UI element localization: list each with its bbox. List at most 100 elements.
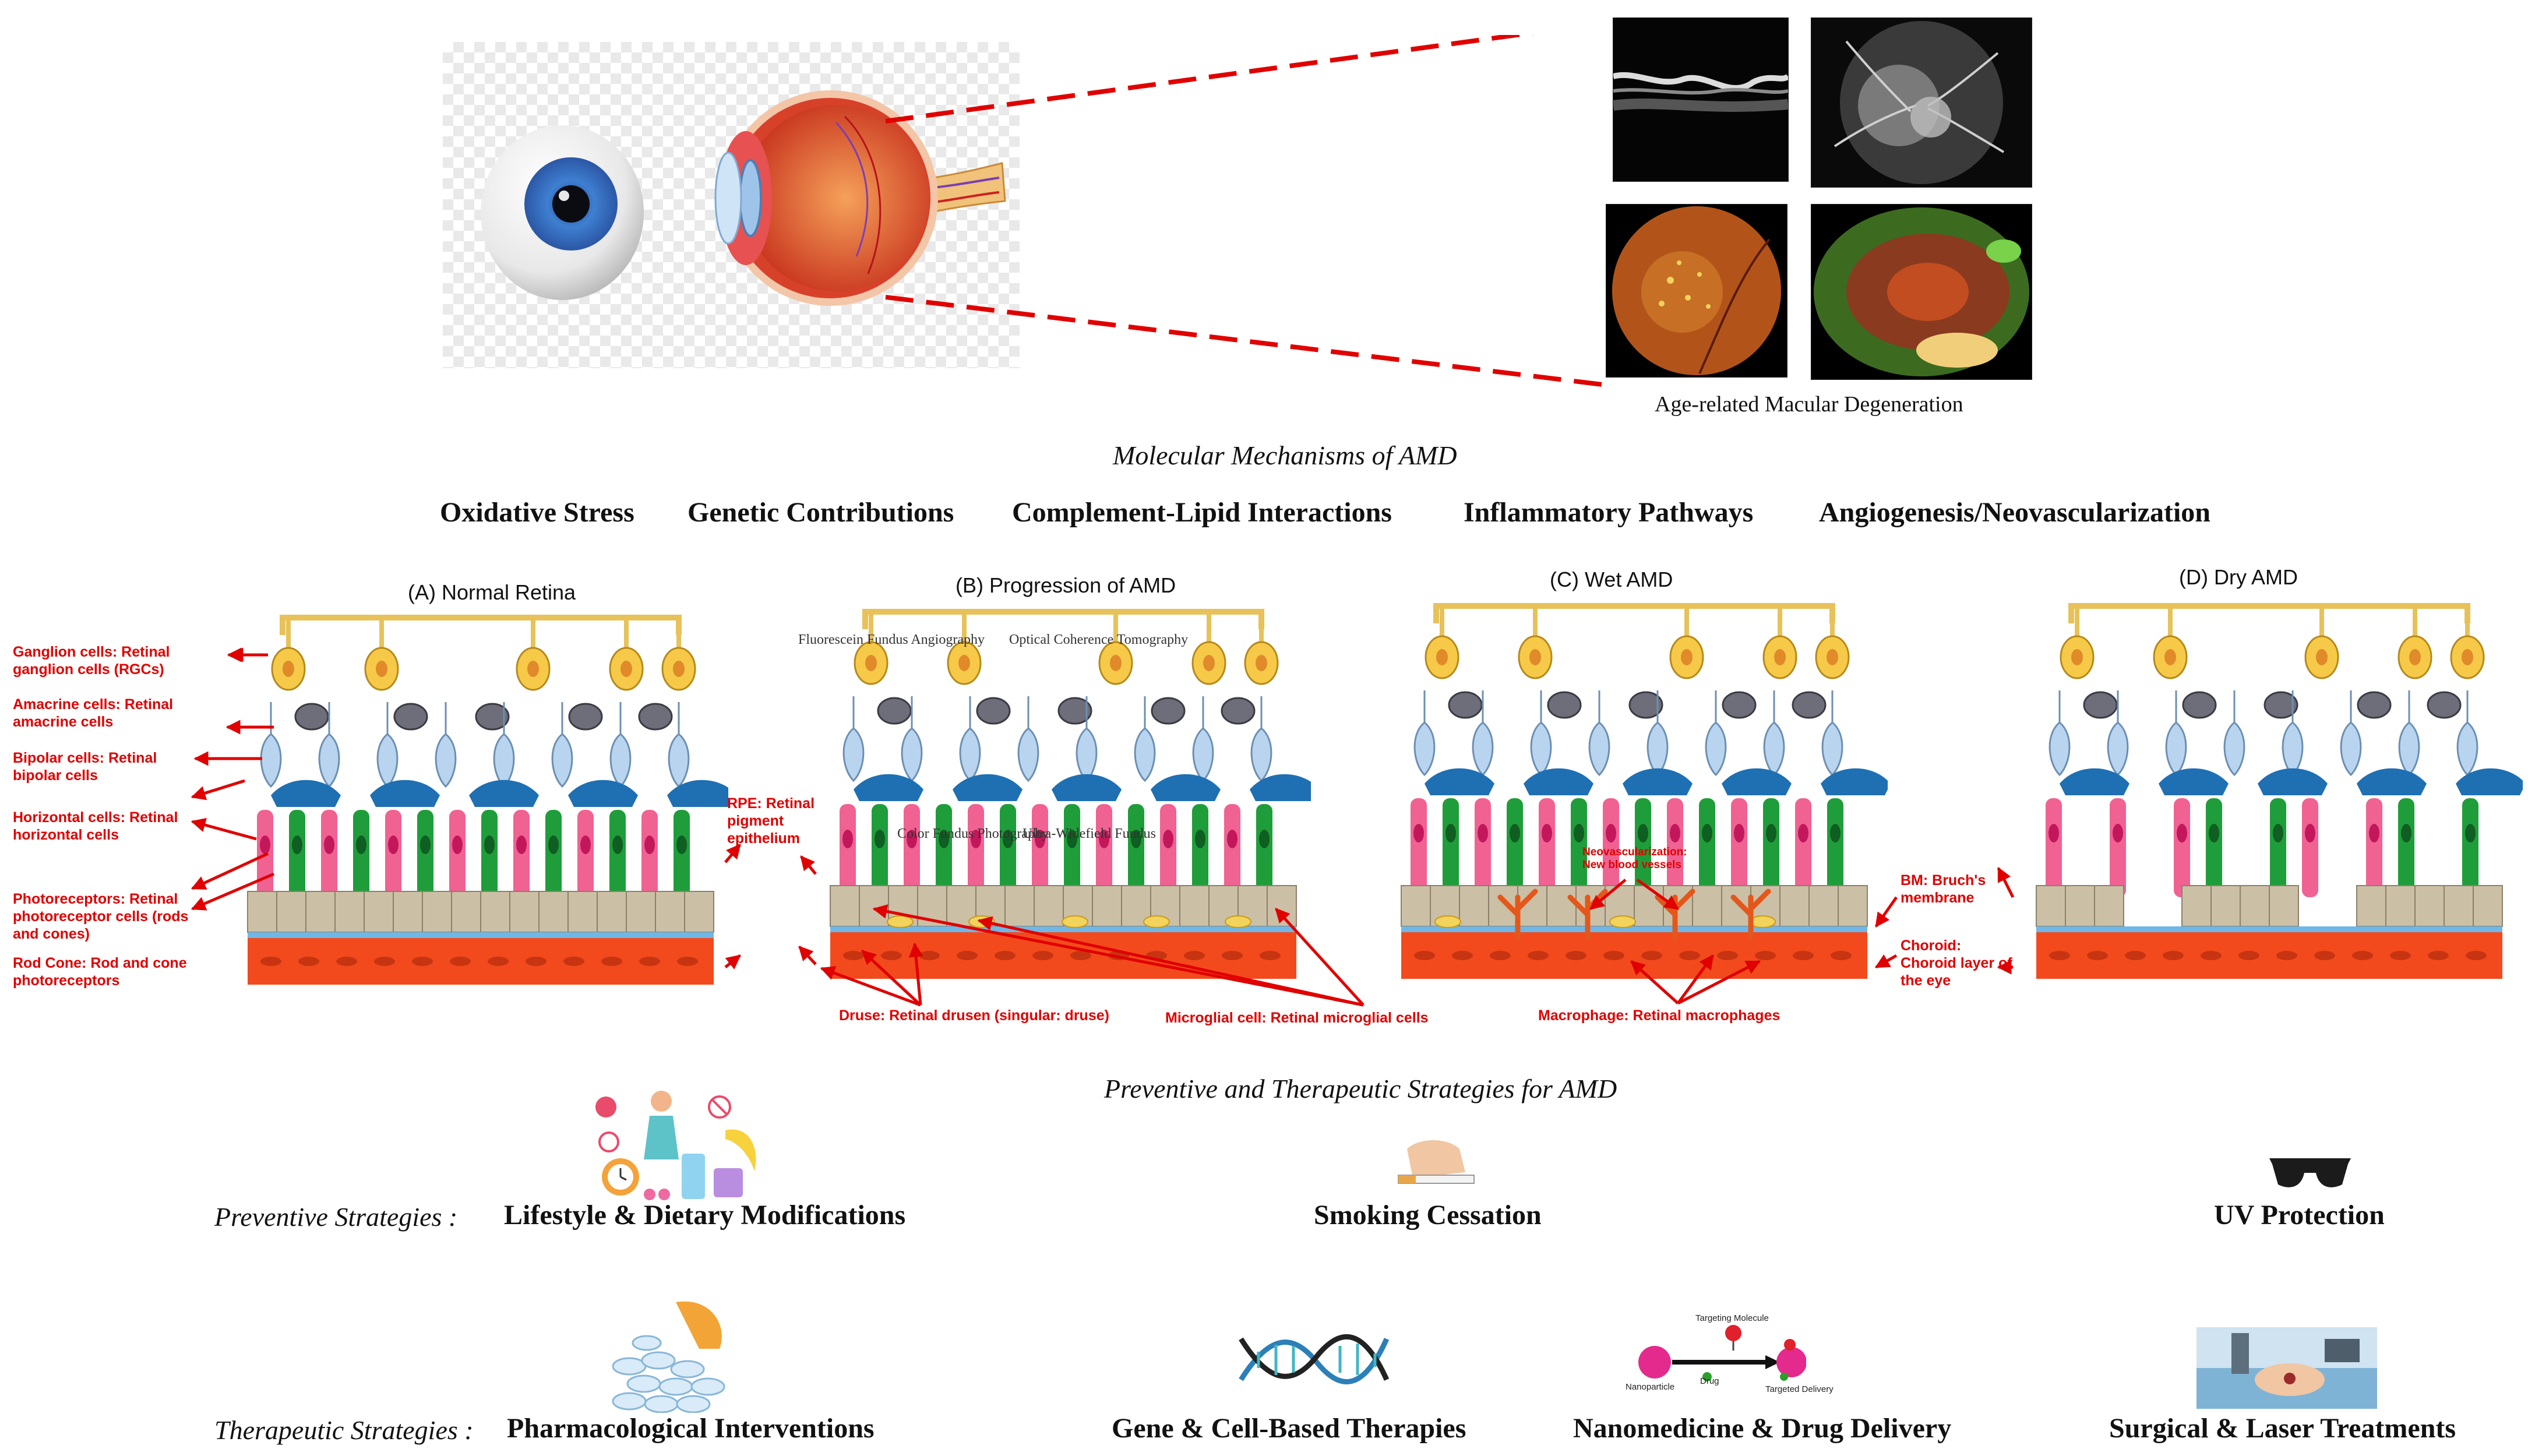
horizontal-cell — [2456, 768, 2523, 795]
smoking-cessation-icon — [1398, 1140, 1475, 1184]
strategies-section-title: Preventive and Therapeutic Strategies fo… — [1104, 1074, 1617, 1104]
ganglion-nucleus — [1256, 655, 1267, 671]
rpe-cell — [1401, 885, 1431, 927]
rpe-cell — [1779, 885, 1810, 927]
amacrine-cell — [638, 703, 673, 731]
rod-cell — [1475, 798, 1491, 897]
rod-cell — [1096, 804, 1112, 903]
ganglion-nucleus — [1436, 649, 1448, 665]
horizontal-cell — [1524, 768, 1593, 795]
rpe-cell — [2414, 885, 2445, 927]
retina-panel-dry — [2036, 603, 2523, 979]
ganglion-nucleus — [2071, 649, 2083, 665]
rpe-cell — [2240, 885, 2270, 927]
photoreceptor-nucleus — [875, 830, 885, 848]
surgical-laser-icon — [2196, 1327, 2377, 1409]
ganglion-nucleus — [2409, 649, 2421, 665]
amacrine-cell — [1722, 691, 1757, 719]
photoreceptor-nucleus — [907, 830, 917, 848]
choroid-vessel — [1641, 951, 1662, 960]
bruchs-membrane — [2036, 926, 2502, 932]
photoreceptor-nucleus — [484, 835, 495, 854]
cone-cell — [545, 810, 562, 909]
choroid-vessel — [2238, 951, 2259, 960]
choroid-vessel — [2201, 951, 2222, 960]
choroid-vessel — [995, 951, 1016, 960]
neovessel — [1497, 889, 1538, 941]
choroid-vessel — [1717, 951, 1738, 960]
rpe-cell — [1808, 885, 1839, 927]
horizontal-cell — [854, 774, 923, 801]
cone-cell — [1507, 798, 1523, 897]
cone-cell — [289, 810, 305, 909]
cone-cell — [674, 810, 690, 909]
strategy-gene-cell: Gene & Cell-Based Therapies — [1112, 1413, 1466, 1444]
panel-title-dry-amd: (D) Dry AMD — [2179, 565, 2298, 589]
therapeutic-heading: Therapeutic Strategies : — [214, 1415, 474, 1445]
rpe-cell — [480, 891, 510, 933]
ganglion-nucleus — [376, 661, 387, 677]
cone-cell — [1128, 804, 1144, 903]
neovessel — [1730, 889, 1771, 941]
strategy-nanomedicine: Nanomedicine & Drug Delivery — [1573, 1413, 1952, 1444]
cone-cell — [353, 810, 369, 909]
horizontal-cell — [271, 780, 341, 807]
amacrine-cell — [393, 703, 428, 731]
annotation-arrows — [191, 647, 2015, 1007]
rod-cell — [1603, 798, 1619, 897]
photoreceptor-nucleus — [939, 830, 949, 848]
cone-cell — [1699, 798, 1715, 897]
rpe-cell — [1092, 885, 1122, 927]
bipolar-cell — [1017, 696, 1039, 782]
strategy-uv-protection: UV Protection — [2214, 1200, 2385, 1231]
oct-scan-image — [1613, 17, 1789, 182]
druse — [887, 915, 914, 928]
photoreceptor-nucleus — [2177, 824, 2187, 842]
ganglion-nucleus — [620, 661, 632, 677]
choroid-vessel — [881, 951, 902, 960]
choroid-vessel — [2049, 951, 2070, 960]
choroid-vessel — [2163, 951, 2184, 960]
choroid-vessel — [1452, 951, 1473, 960]
amacrine-cell — [1448, 691, 1483, 719]
choroid-vessel — [298, 957, 319, 966]
mechanism-oxidative-stress: Oxidative Stress — [440, 497, 634, 528]
photoreceptor-nucleus — [1478, 824, 1488, 842]
horizontal-cell — [2159, 768, 2229, 795]
label-amacrine: Amacrine cells: Retinal amacrine cells — [13, 696, 174, 730]
bipolar-cell — [842, 696, 865, 782]
horizontal-cell — [1623, 768, 1693, 795]
mechanism-inflammatory-pathways: Inflammatory Pathways — [1464, 497, 1754, 528]
panel-title-progression: (B) Progression of AMD — [956, 573, 1176, 597]
photoreceptor-nucleus — [2305, 824, 2315, 842]
amacrine-cell — [568, 703, 603, 731]
strategy-smoking-cessation: Smoking Cessation — [1314, 1200, 1542, 1231]
color-fundus-image — [1606, 204, 1787, 378]
photoreceptor-nucleus — [580, 835, 591, 854]
panel-title-normal-retina: (A) Normal Retina — [408, 580, 576, 604]
horizontal-cell — [2060, 768, 2129, 795]
mechanisms-section-title: Molecular Mechanisms of AMD — [1113, 440, 1457, 470]
choroid-vessel — [601, 957, 622, 966]
choroid-vessel — [1414, 951, 1435, 960]
photoreceptor-nucleus — [1670, 824, 1680, 842]
choroid-vessel — [412, 957, 433, 966]
choroid-vessel — [1032, 951, 1053, 960]
rod-cell — [641, 810, 658, 909]
bipolar-cell — [1588, 690, 1610, 777]
amacrine-cell — [877, 697, 912, 725]
photoreceptor-nucleus — [420, 835, 431, 854]
photoreceptor-nucleus — [260, 835, 270, 854]
rpe-cell — [422, 891, 452, 933]
choroid-vessel — [957, 951, 978, 960]
choroid-vessel — [843, 951, 864, 960]
photoreceptor-nucleus — [324, 835, 334, 854]
rod-cell — [1539, 798, 1555, 897]
bipolar-cell — [435, 702, 457, 788]
faint-label-uwf: Ultra-Widefield Fundus — [1023, 826, 1156, 841]
amacrine-cell — [1151, 697, 1186, 725]
mechanism-genetic-contributions: Genetic Contributions — [687, 497, 954, 528]
nano-label-drug: Drug — [1700, 1376, 1719, 1386]
rod-cell — [1795, 798, 1811, 897]
fluorescein-angiography-image — [1811, 17, 2032, 188]
